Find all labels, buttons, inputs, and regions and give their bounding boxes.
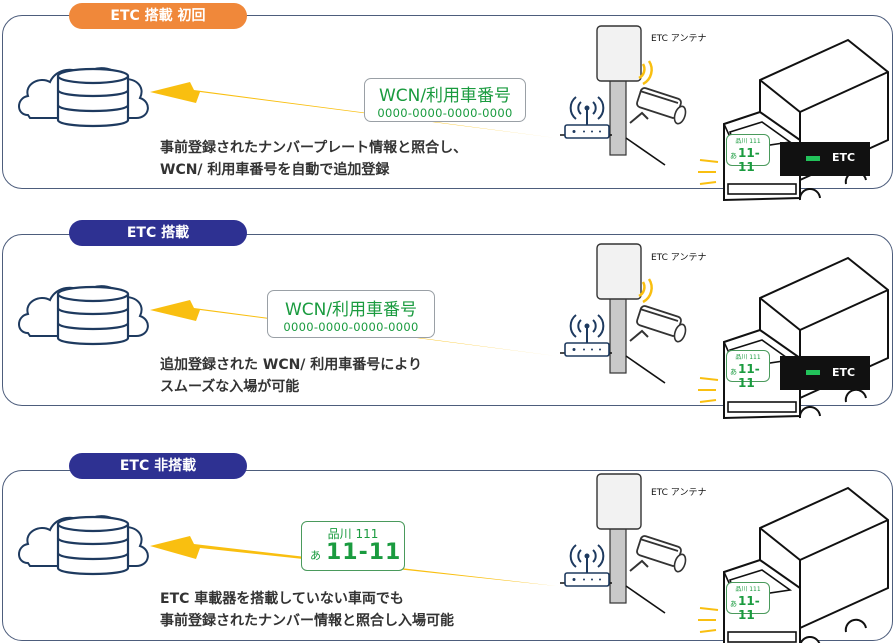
etc-device-2 — [780, 356, 870, 390]
desc-panel-2: 追加登録された WCN/ 利用車番号により スムーズな入場が可能 — [160, 354, 422, 398]
desc-line-2: 事前登録されたナンバー情報と照合し入場可能 — [160, 613, 454, 629]
antenna-label-1: ETC アンテナ — [651, 34, 707, 44]
wcn-id-box-2: WCN/利用車番号 0000-0000-0000-0000 — [267, 290, 435, 338]
etc-device-1 — [780, 142, 870, 176]
desc-panel-3: ETC 車載器を搭載していない車両でも 事前登録されたナンバー情報と照合し入場可… — [160, 588, 454, 632]
pill-etc: ETC 搭載 — [69, 220, 247, 246]
wcn-number: 0000-0000-0000-0000 — [377, 106, 513, 120]
etc-tag-1: ETC — [832, 151, 856, 164]
desc-line-1: 事前登録されたナンバープレート情報と照合し、 — [160, 140, 468, 156]
truck-plate-3: 品川 111 あ 11-11 — [726, 582, 770, 622]
truck-plate-2: 品川 111 あ 11-11 — [726, 350, 770, 390]
plate-hiragana: あ — [310, 549, 321, 562]
truck-plate-1: 品川 111 あ 11-11 — [726, 134, 770, 174]
wcn-id-box-1: WCN/利用車番号 0000-0000-0000-0000 — [364, 78, 526, 122]
plate-number: 11-11 — [326, 540, 402, 565]
wcn-title: WCN/利用車番号 — [378, 86, 512, 106]
wcn-number: 0000-0000-0000-0000 — [283, 320, 419, 334]
antenna-label-2: ETC アンテナ — [651, 253, 707, 263]
desc-line-1: 追加登録された WCN/ 利用車番号により — [160, 357, 423, 373]
desc-line-2: WCN/ 利用車番号を自動で追加登録 — [160, 162, 390, 178]
etc-tag-2: ETC — [832, 366, 856, 379]
antenna-label-3: ETC アンテナ — [651, 488, 707, 498]
pill-no-etc: ETC 非搭載 — [69, 453, 247, 479]
plate-region: 品川 111 — [327, 527, 379, 541]
license-plate-large: 品川 111 あ 11-11 — [301, 521, 405, 571]
desc-panel-1: 事前登録されたナンバープレート情報と照合し、 WCN/ 利用車番号を自動で追加登… — [160, 137, 467, 181]
desc-line-2: スムーズな入場が可能 — [160, 379, 300, 395]
wcn-title: WCN/利用車番号 — [284, 300, 418, 320]
pill-etc-first: ETC 搭載 初回 — [69, 3, 247, 29]
desc-line-1: ETC 車載器を搭載していない車両でも — [160, 591, 404, 607]
